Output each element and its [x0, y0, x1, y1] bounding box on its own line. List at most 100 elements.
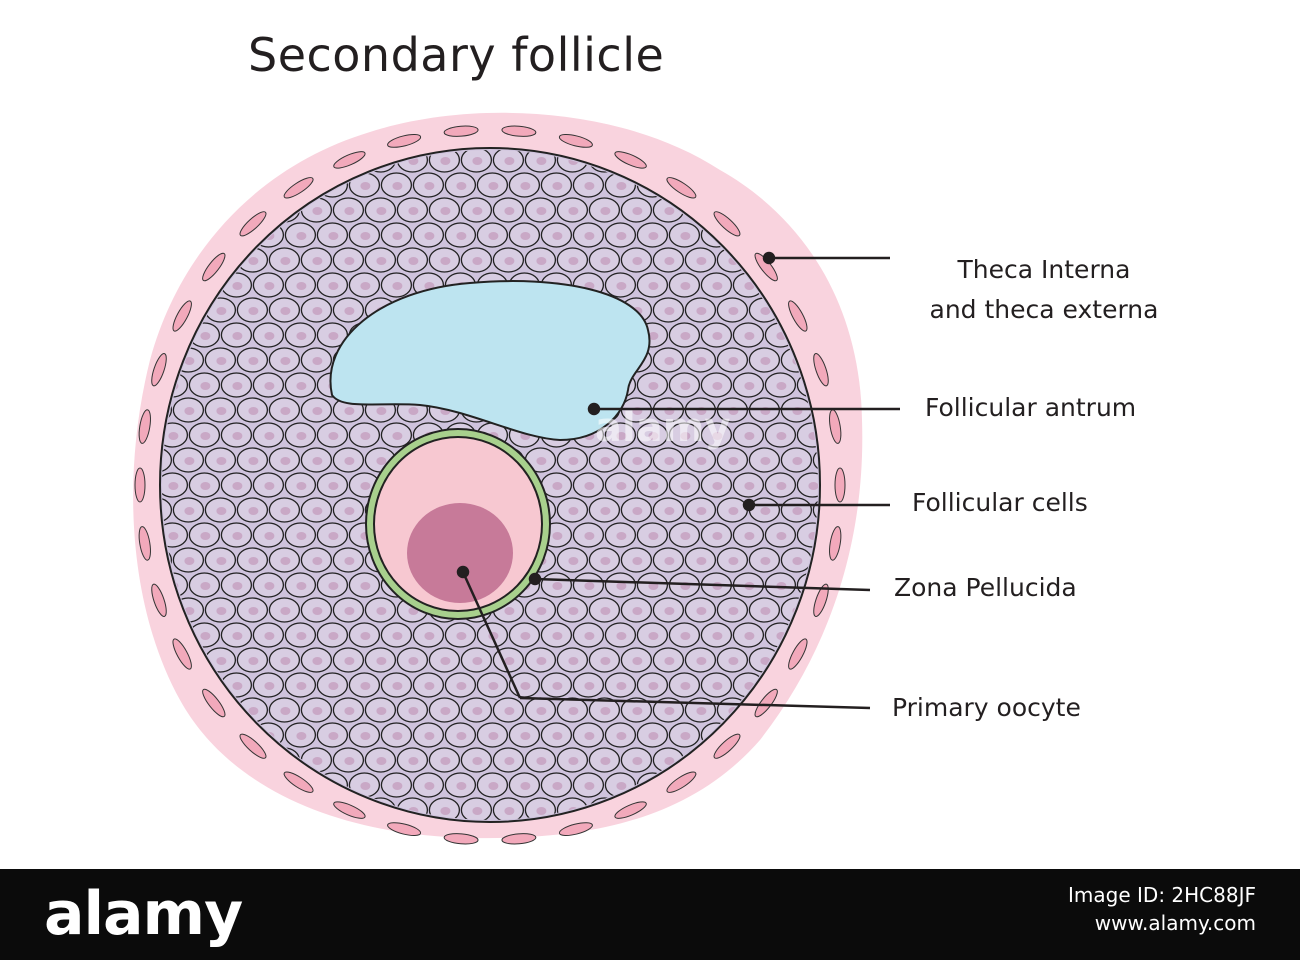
cell-nucleus [648, 232, 659, 240]
cell-nucleus [248, 357, 259, 365]
cell-nucleus [232, 332, 243, 340]
cell-nucleus [600, 257, 611, 265]
theca-cell [834, 467, 846, 503]
cell-nucleus [504, 657, 515, 665]
cell-nucleus [552, 582, 563, 590]
cell-nucleus [376, 707, 387, 715]
cell-nucleus [504, 157, 515, 165]
cell-nucleus [680, 532, 691, 540]
cell-nucleus [504, 807, 515, 815]
cell-nucleus [456, 682, 467, 690]
cell-nucleus [360, 182, 371, 190]
cell-nucleus [456, 782, 467, 790]
cell-nucleus [200, 432, 211, 440]
follicular-cell [162, 150, 173, 173]
cell-nucleus [632, 207, 643, 215]
follicular-cell [812, 697, 818, 723]
cell-nucleus [376, 657, 387, 665]
cell-nucleus [504, 207, 515, 215]
theca-cell [202, 252, 226, 282]
cell-nucleus [440, 757, 451, 765]
follicular-cell [220, 772, 253, 798]
cell-nucleus [616, 632, 627, 640]
cell-nucleus [408, 207, 419, 215]
cell-nucleus [168, 782, 179, 790]
cell-nucleus [520, 732, 531, 740]
cell-nucleus [216, 307, 227, 315]
theca-cell [443, 833, 479, 845]
label-follicular-cells: Follicular cells [912, 488, 1088, 517]
cell-nucleus [568, 607, 579, 615]
cell-nucleus [162, 807, 163, 815]
cell-nucleus [232, 432, 243, 440]
cell-nucleus [200, 782, 211, 790]
cell-nucleus [216, 357, 227, 365]
cell-nucleus [744, 382, 755, 390]
cell-nucleus [168, 432, 179, 440]
follicular-cell [162, 197, 173, 223]
cell-nucleus [376, 457, 387, 465]
theca-cell [333, 801, 366, 819]
cell-nucleus [264, 432, 275, 440]
leader-lines [456, 251, 900, 710]
follicular-cell [172, 197, 205, 223]
cell-nucleus [568, 457, 579, 465]
cell-nucleus [664, 457, 675, 465]
cell-nucleus [760, 307, 771, 315]
cell-nucleus [264, 282, 275, 290]
cell-nucleus [328, 482, 339, 490]
cell-nucleus [440, 257, 451, 265]
cell-nucleus [584, 732, 595, 740]
cell-nucleus [632, 457, 643, 465]
cell-nucleus [360, 432, 371, 440]
cell-nucleus [680, 332, 691, 340]
follicular-cell [812, 747, 818, 773]
cell-nucleus [680, 682, 691, 690]
cell-nucleus [552, 482, 563, 490]
cell-nucleus [680, 232, 691, 240]
cell-nucleus [648, 332, 659, 340]
cell-nucleus [552, 732, 563, 740]
theca-cell [239, 211, 267, 237]
cell-nucleus [760, 607, 771, 615]
brand-logo[interactable]: alamy [44, 879, 243, 949]
theca-cell [788, 638, 808, 670]
cell-nucleus [616, 182, 627, 190]
cell-nucleus [664, 807, 675, 815]
cell-nucleus [232, 682, 243, 690]
cell-nucleus [248, 157, 259, 165]
cell-nucleus [600, 607, 611, 615]
theca-cells [134, 125, 846, 845]
cell-nucleus [392, 732, 403, 740]
cell-nucleus [344, 707, 355, 715]
cell-nucleus [328, 682, 339, 690]
cell-nucleus [760, 757, 771, 765]
cell-nucleus [312, 757, 323, 765]
cell-nucleus [584, 182, 595, 190]
cell-nucleus [488, 782, 499, 790]
theca-cell [387, 822, 422, 836]
cell-nucleus [552, 532, 563, 540]
cell-nucleus [424, 632, 435, 640]
cell-nucleus [424, 732, 435, 740]
cell-nucleus [344, 607, 355, 615]
follicular-cell [236, 797, 269, 820]
cell-nucleus [376, 207, 387, 215]
cell-nucleus [296, 232, 307, 240]
cell-nucleus [264, 582, 275, 590]
cell-nucleus [200, 182, 211, 190]
follicular-cell [812, 497, 818, 523]
cell-nucleus [162, 157, 163, 165]
follicular-cell [162, 722, 189, 748]
cell-nucleus [168, 232, 179, 240]
site-link[interactable]: www.alamy.com [1094, 911, 1256, 935]
cell-nucleus [184, 507, 195, 515]
theca-cell [151, 583, 167, 617]
cell-nucleus [600, 757, 611, 765]
cell-nucleus [712, 632, 723, 640]
cell-nucleus [568, 707, 579, 715]
cell-nucleus [216, 557, 227, 565]
follicular-cell [162, 447, 173, 473]
cell-nucleus [792, 157, 803, 165]
theca-cell [283, 177, 314, 199]
